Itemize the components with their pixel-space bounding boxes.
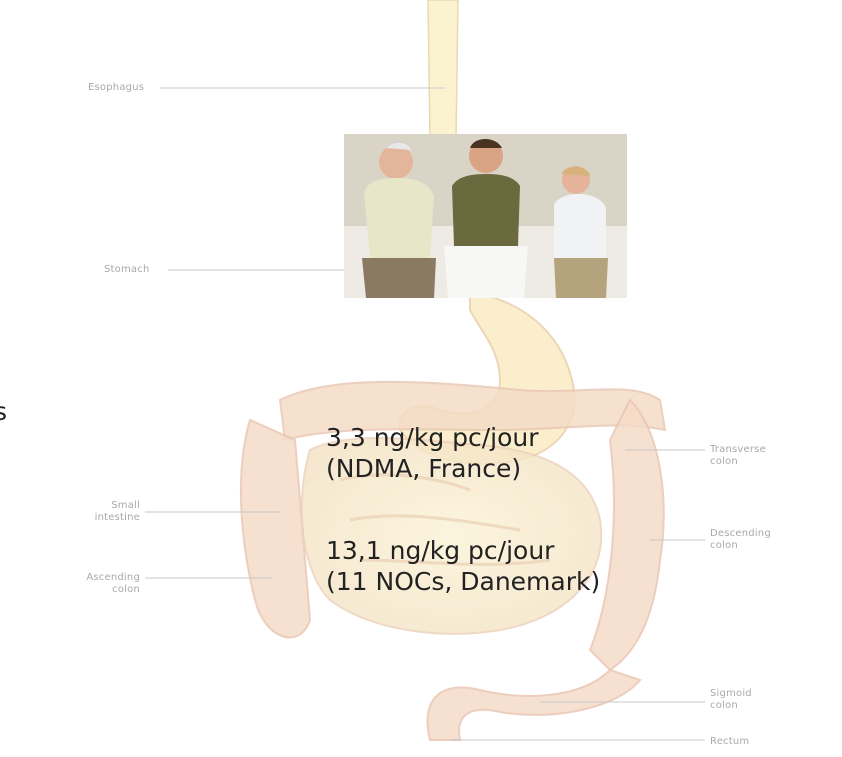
label-small-intestine: Small intestine <box>70 500 140 524</box>
label-transverse-colon: Transverse colon <box>710 444 770 468</box>
exposure-france-note: (NDMA, France) <box>326 453 521 484</box>
esophagus-shape <box>428 0 458 140</box>
exposure-denmark-note: (11 NOCs, Danemark) <box>326 566 600 597</box>
exposure-france-value: 3,3 ng/kg pc/jour <box>326 422 539 453</box>
label-descending-colon: Descending colon <box>710 528 780 552</box>
label-sigmoid-colon: Sigmoid colon <box>710 688 770 712</box>
cut-off-character: s <box>0 396 7 427</box>
ascending-colon-shape <box>241 420 310 637</box>
exposure-denmark-value: 13,1 ng/kg pc/jour <box>326 535 554 566</box>
sigmoid-colon-shape <box>427 670 640 740</box>
label-rectum: Rectum <box>710 736 749 748</box>
label-esophagus: Esophagus <box>88 82 144 94</box>
family-photo <box>344 134 627 298</box>
label-ascending-colon: Ascending colon <box>70 572 140 596</box>
label-stomach: Stomach <box>104 264 150 276</box>
